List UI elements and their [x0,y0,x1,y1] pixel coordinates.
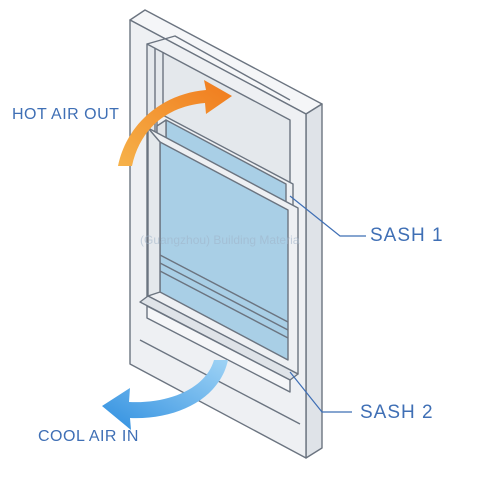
cool-air-arrow-icon [102,360,228,430]
watermark-text: (Guangzhou) Building Materia [140,233,300,247]
hot-air-out-label: HOT AIR OUT [12,106,120,123]
sash-2-label: SASH 2 [360,402,434,423]
cool-air-in-label: COOL AIR IN [38,428,139,445]
sash-lower [139,127,299,381]
hot-air-arrow-icon [118,80,232,166]
sash-1-label: SASH 1 [370,225,444,246]
sill [139,305,301,425]
leader-lines [289,195,366,413]
